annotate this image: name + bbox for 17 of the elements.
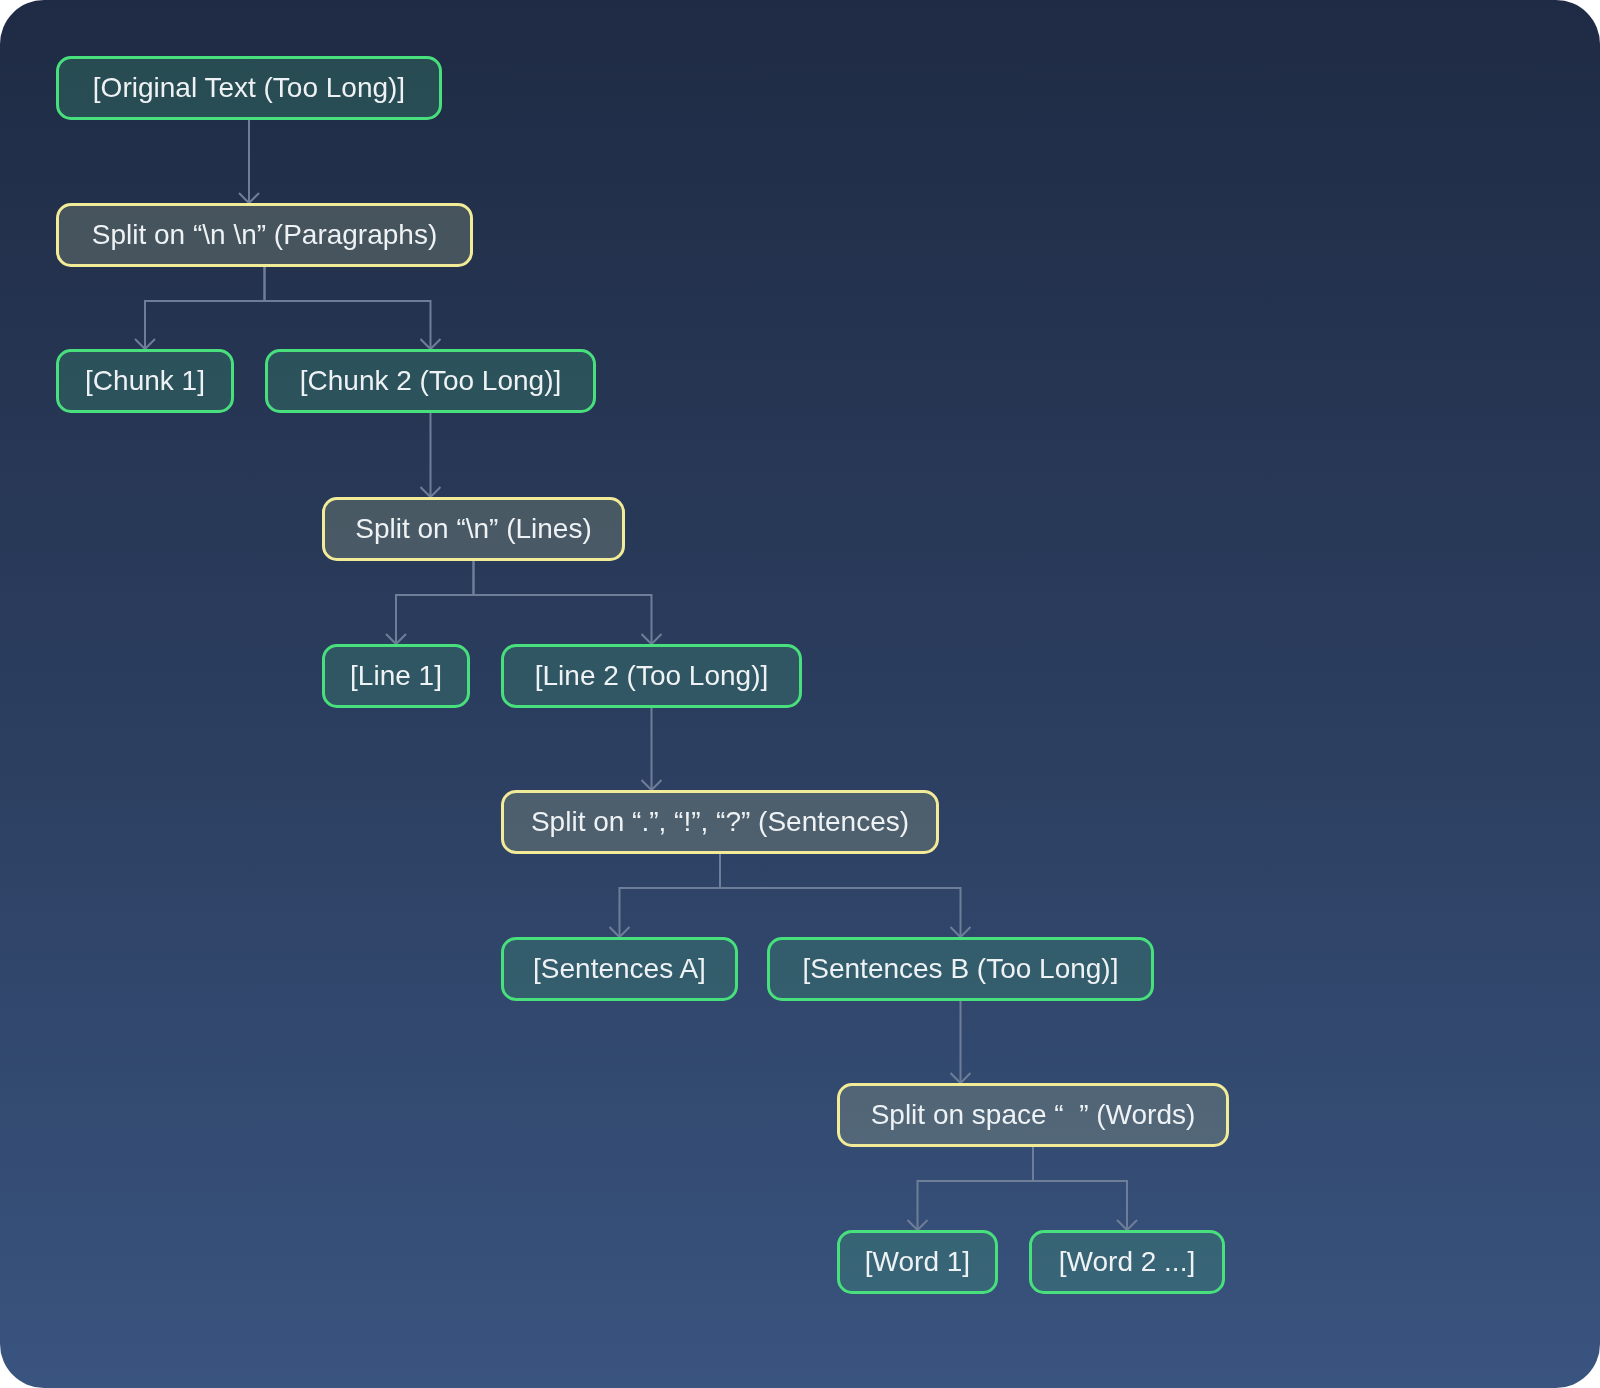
- arrow: [949, 1000, 972, 1084]
- arrow: [640, 707, 663, 791]
- text-chunk-box: [Original Text (Too Long)]: [56, 56, 442, 120]
- arrow: [719, 853, 972, 938]
- arrow: [263, 266, 442, 350]
- text-chunk-box: [Line 2 (Too Long)]: [501, 644, 802, 708]
- arrow: [238, 119, 260, 204]
- text-chunk-box: [Word 1]: [837, 1230, 998, 1294]
- arrow: [472, 560, 663, 645]
- arrow: [419, 412, 442, 498]
- text-chunk-box: [Word 2 ...]: [1029, 1230, 1225, 1294]
- text-chunk-box: [Sentences B (Too Long)]: [767, 937, 1154, 1001]
- text-chunk-box: [Sentences A]: [501, 937, 738, 1001]
- text-chunk-box: [Line 1]: [322, 644, 470, 708]
- text-chunk-box: [Chunk 2 (Too Long)]: [265, 349, 596, 413]
- arrow: [1032, 1146, 1138, 1231]
- text-chunk-box: [Chunk 1]: [56, 349, 234, 413]
